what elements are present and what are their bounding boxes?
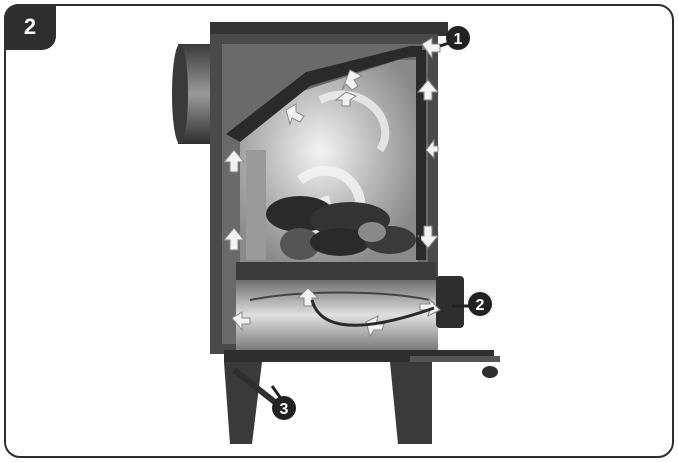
callout-2-label: 2 xyxy=(476,297,485,314)
stove-legs xyxy=(224,362,432,444)
ash-chamber xyxy=(224,262,500,378)
callout-3: 3 xyxy=(272,386,296,420)
callout-1-label: 1 xyxy=(454,31,463,48)
callout-3-label: 3 xyxy=(280,401,289,418)
